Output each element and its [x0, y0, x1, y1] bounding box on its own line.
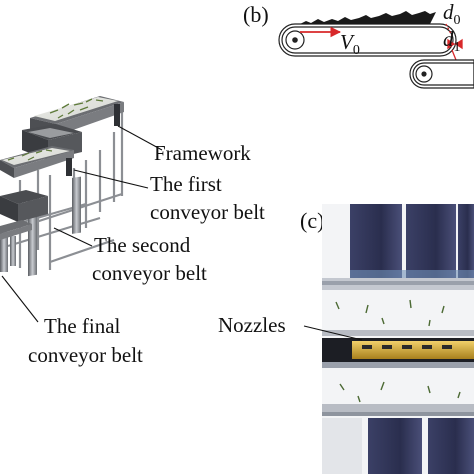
panel-c: (c) — [218, 204, 474, 474]
label-final-belt-2: conveyor belt — [28, 343, 143, 367]
panel-b: (b) V0 d0 d1 — [243, 0, 474, 88]
panel-c-label: (c) — [300, 208, 324, 233]
velocity-label: V0 — [340, 30, 360, 58]
label-first-belt-2: conveyor belt — [150, 200, 265, 224]
leader-final-belt — [2, 276, 38, 322]
label-nozzles: Nozzles — [218, 313, 286, 337]
upper-belt-loop — [279, 24, 456, 56]
d1-label: d1 — [443, 27, 461, 55]
panel-b-label: (b) — [243, 2, 269, 27]
lower-rail — [322, 404, 474, 412]
label-first-belt-1: The first — [150, 172, 222, 196]
upper-hoods — [350, 204, 474, 280]
material-layer — [300, 11, 436, 24]
lower-hoods — [322, 418, 474, 474]
label-final-belt-1: The final — [44, 314, 121, 338]
label-framework: Framework — [154, 141, 251, 165]
label-second-belt-2: conveyor belt — [92, 261, 207, 285]
lower-belt-loop — [410, 60, 474, 88]
d0-label: d0 — [443, 0, 461, 28]
label-second-belt-1: The second — [94, 233, 191, 257]
